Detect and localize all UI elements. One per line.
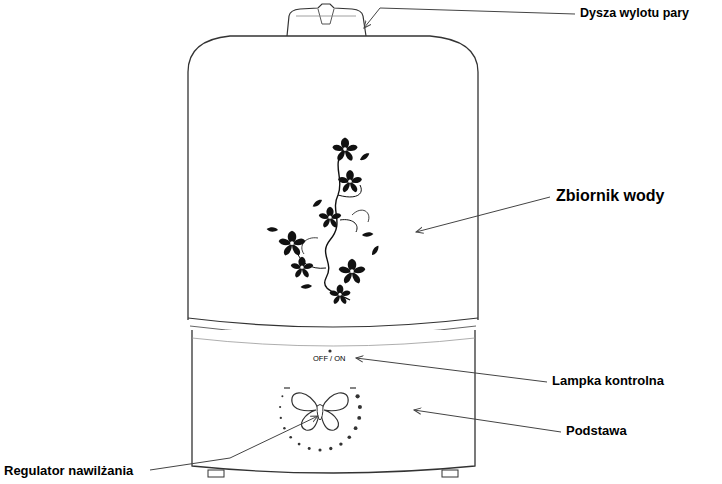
water-tank [188,36,478,320]
dial-dot [354,426,358,430]
callout-label: Podstawa [566,424,627,439]
dial-dot [357,416,361,420]
dial-dot [308,447,311,450]
base [192,330,475,473]
dial-dots [279,394,362,451]
dial-dot [283,427,285,429]
dial-dot [358,405,362,409]
dial-dot [279,406,281,408]
dial-dot [339,442,342,445]
floral-decoration [266,137,381,304]
callout-label: Regulator nawilżania [4,464,133,479]
dial-dot [318,448,321,451]
switch-marking: OFF / ON [313,355,346,364]
dial-dot [280,417,282,419]
callout-label: Zbiornik wody [556,187,664,205]
leader-lines [150,8,575,470]
callout-label: Dysza wylotu pary [580,6,689,20]
steam-nozzle [287,4,366,36]
dial-dot [355,394,359,398]
dial-dot [281,395,283,397]
dial-dot [298,443,301,446]
indicator-lamp [328,349,331,352]
dial-dot [289,436,292,439]
dial-dot [329,447,332,450]
callout-label: Lampka kontrolna [552,374,664,389]
dial-dot [348,435,352,439]
